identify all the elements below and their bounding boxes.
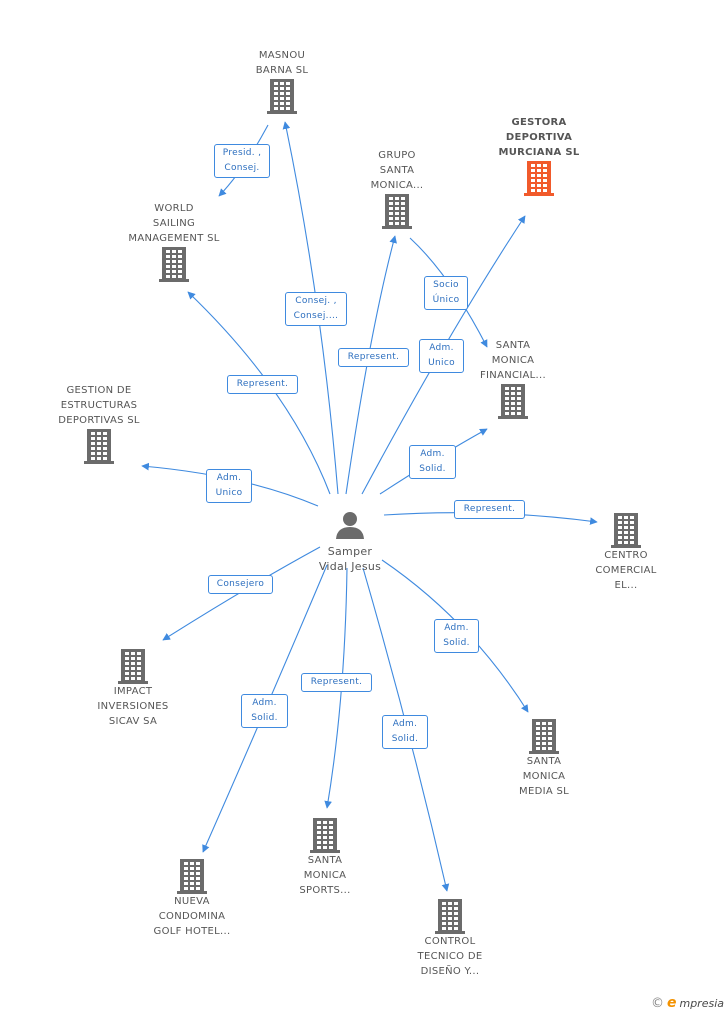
building-icon (310, 818, 340, 853)
relation-label[interactable]: Consejero (208, 575, 273, 594)
brand-initial: e (666, 995, 677, 1011)
relation-label[interactable]: Adm. Solid. (241, 694, 288, 728)
person-name: Samper Vidal Jesus (318, 545, 382, 573)
company-node-gestion[interactable]: GESTION DE ESTRUCTURAS DEPORTIVAS SL (39, 383, 159, 464)
person-icon (336, 512, 364, 539)
relation-label[interactable]: Presid. , Consej. (214, 144, 270, 178)
company-node-masnou[interactable]: MASNOU BARNA SL (222, 48, 342, 114)
company-node-santa-monica-financial[interactable]: SANTA MONICA FINANCIAL... (453, 338, 573, 419)
person-node[interactable]: Samper Vidal Jesus (290, 508, 410, 574)
company-name: MASNOU BARNA SL (255, 50, 309, 76)
company-name: SANTA MONICA SPORTS... (299, 855, 351, 896)
company-node-gestora[interactable]: GESTORA DEPORTIVA MURCIANA SL (479, 115, 599, 196)
building-icon (382, 194, 412, 229)
company-name: SANTA MONICA MEDIA SL (519, 756, 569, 797)
edge-grupo (345, 235, 397, 495)
company-node-nueva-condomina[interactable]: NUEVA CONDOMINA GOLF HOTEL... (132, 858, 252, 939)
relation-label[interactable]: Adm. Solid. (409, 445, 456, 479)
company-name: GRUPO SANTA MONICA... (370, 150, 424, 191)
brand-name: mpresia (679, 996, 724, 1010)
company-name: SANTA MONICA FINANCIAL... (480, 340, 546, 381)
company-name: CONTROL TECNICO DE DISEÑO Y... (417, 936, 483, 977)
company-name: WORLD SAILING MANAGEMENT SL (128, 203, 220, 244)
building-icon (498, 384, 528, 419)
relation-label[interactable]: Adm. Solid. (434, 619, 479, 653)
company-node-impact[interactable]: IMPACT INVERSIONES SICAV SA (73, 648, 193, 729)
company-node-world[interactable]: WORLD SAILING MANAGEMENT SL (114, 201, 234, 282)
company-node-santa-monica-sports[interactable]: SANTA MONICA SPORTS... (265, 817, 385, 898)
relation-label[interactable]: Consej. , Consej.... (285, 292, 347, 326)
building-icon (435, 899, 465, 934)
company-name: GESTORA DEPORTIVA MURCIANA SL (498, 117, 580, 158)
edge-smsports (324, 567, 348, 809)
relation-label[interactable]: Adm. Unico (419, 339, 464, 373)
company-name: IMPACT INVERSIONES SICAV SA (97, 686, 169, 727)
building-icon (611, 513, 641, 548)
building-icon (118, 649, 148, 684)
relation-label[interactable]: Socio Único (424, 276, 468, 310)
relation-label[interactable]: Adm. Solid. (382, 715, 428, 749)
building-icon (159, 247, 189, 282)
company-name: CENTRO COMERCIAL EL... (595, 550, 657, 591)
building-icon (267, 79, 297, 114)
company-node-grupo[interactable]: GRUPO SANTA MONICA... (337, 148, 457, 229)
building-icon (177, 859, 207, 894)
company-name: GESTION DE ESTRUCTURAS DEPORTIVAS SL (58, 385, 140, 426)
company-node-centro[interactable]: CENTRO COMERCIAL EL... (566, 512, 686, 593)
company-name: NUEVA CONDOMINA GOLF HOTEL... (153, 896, 231, 937)
relation-label[interactable]: Represent. (338, 348, 409, 367)
relation-label[interactable]: Adm. Unico (206, 469, 252, 503)
relation-label[interactable]: Represent. (454, 500, 525, 519)
company-node-santa-monica-media[interactable]: SANTA MONICA MEDIA SL (484, 718, 604, 799)
relation-label[interactable]: Represent. (301, 673, 372, 692)
building-icon-highlighted (524, 161, 554, 196)
company-node-control-tecnico[interactable]: CONTROL TECNICO DE DISEÑO Y... (390, 898, 510, 979)
copyright-icon: © (650, 995, 664, 1011)
building-icon (529, 719, 559, 754)
building-icon (84, 429, 114, 464)
relation-label[interactable]: Represent. (227, 375, 298, 394)
